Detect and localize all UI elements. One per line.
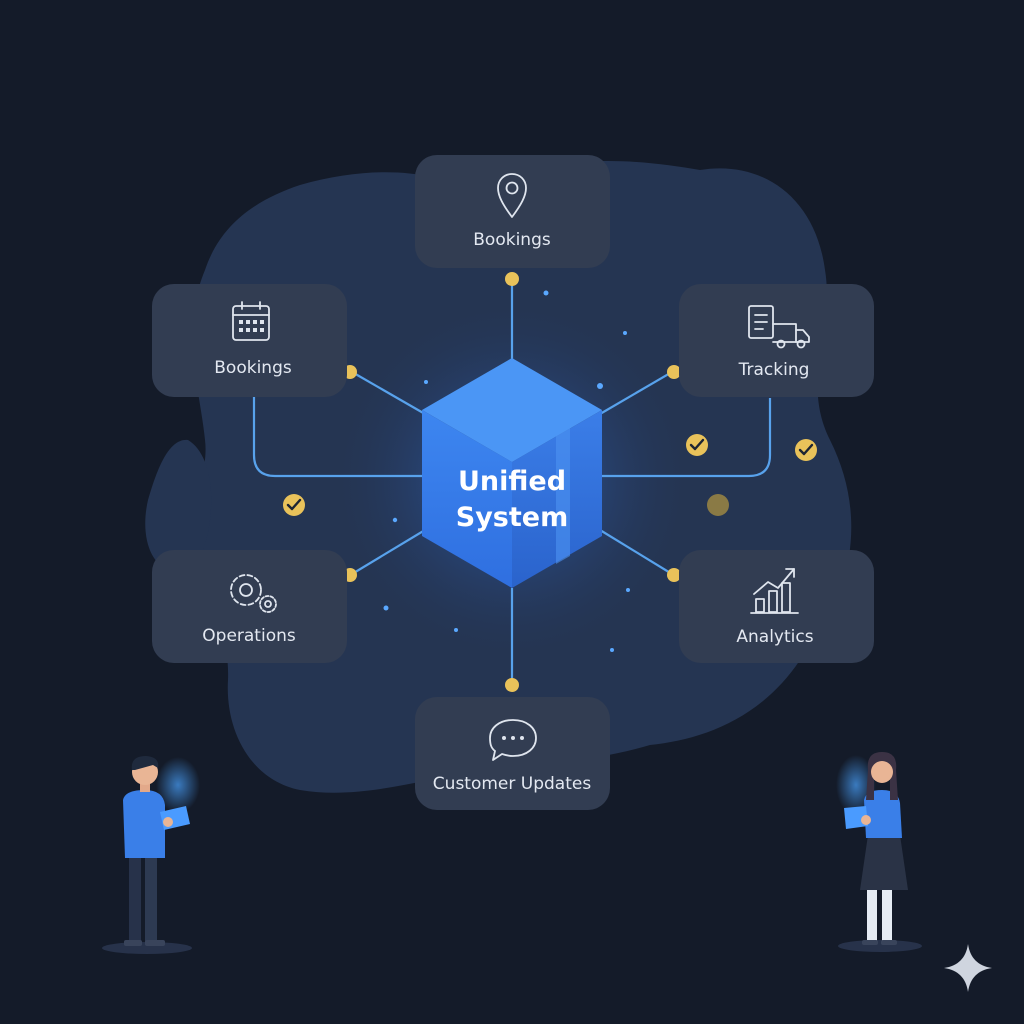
hub-cube: Unified System	[422, 358, 602, 588]
background-blob-lobe	[145, 439, 212, 571]
person-with-tablet-left	[102, 756, 200, 954]
node-label: Tracking	[738, 360, 810, 380]
connectors	[252, 280, 772, 684]
node-label: Bookings	[473, 230, 551, 250]
connector-dot	[667, 365, 681, 379]
gears-icon	[230, 574, 277, 613]
connector-dot	[505, 678, 519, 692]
calendar-grid	[239, 320, 264, 332]
connector-right-loop	[600, 398, 772, 478]
connector-upper-right	[599, 371, 673, 415]
chat-bubble-icon	[489, 719, 537, 761]
node-analytics[interactable]: Analytics	[679, 550, 874, 663]
connector-dot	[505, 272, 519, 286]
node-card	[152, 550, 347, 663]
hub-label-line2: System	[456, 502, 568, 533]
node-card	[415, 697, 610, 810]
connector-left-loop	[252, 396, 425, 478]
node-operations[interactable]: Operations	[152, 550, 347, 663]
node-label: Operations	[202, 626, 296, 646]
chat-dots	[502, 736, 524, 740]
calendar-icon	[232, 301, 270, 341]
person-with-tablet-right	[836, 752, 922, 952]
node-card	[679, 284, 874, 397]
check-badge-icon	[795, 439, 817, 461]
node-card	[415, 155, 610, 268]
node-label: Bookings	[214, 358, 292, 378]
node-label: Customer Updates	[433, 774, 592, 794]
status-dot	[707, 494, 729, 516]
node-customer-updates[interactable]: Customer Updates	[415, 697, 610, 810]
node-bookings-left[interactable]: Bookings	[152, 284, 347, 397]
hub-label-line1: Unified	[458, 466, 566, 497]
connector-dot	[667, 568, 681, 582]
connector-lower-right	[599, 529, 673, 575]
connector-lower-left	[351, 529, 426, 575]
connector-upper-left	[351, 371, 426, 415]
sparkle-icon	[944, 944, 992, 992]
node-bookings-top[interactable]: Bookings	[415, 155, 610, 268]
delivery-truck-icon	[748, 305, 810, 349]
bar-chart-icon	[750, 568, 799, 614]
location-pin-icon	[497, 173, 527, 218]
node-label: Analytics	[736, 627, 813, 647]
check-badge-icon	[686, 434, 708, 456]
check-badge-icon	[283, 494, 305, 516]
node-tracking[interactable]: Tracking	[679, 284, 874, 397]
